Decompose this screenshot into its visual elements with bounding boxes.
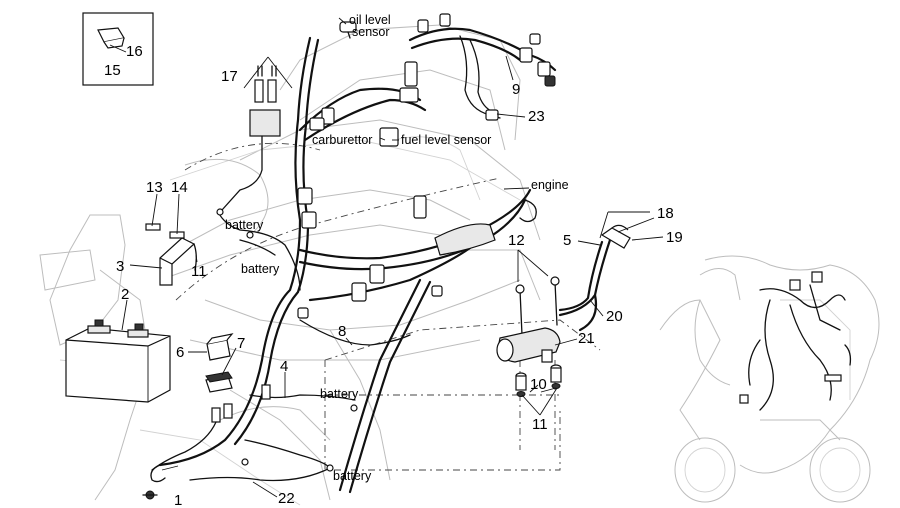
part-number-21: 21 — [578, 330, 595, 347]
fuse-inset-frame — [82, 12, 154, 86]
part-number-19: 19 — [666, 229, 683, 246]
part-number-8: 8 — [338, 323, 346, 340]
relay-6 — [206, 339, 231, 361]
part-number-23: 23 — [528, 108, 545, 125]
battery-assembly — [65, 319, 171, 403]
part-number-18: 18 — [657, 205, 674, 222]
part-number-12: 12 — [508, 232, 525, 249]
callout-oil-level-sensor-line1: oil level — [349, 13, 391, 27]
spark-plug-cap — [600, 227, 631, 249]
ground-terminal — [142, 458, 249, 500]
part-number-14: 14 — [171, 179, 188, 196]
part-number-5: 5 — [563, 232, 571, 249]
part-number-3: 3 — [116, 258, 124, 275]
part-number-15: 15 — [104, 62, 121, 79]
part-number-13: 13 — [146, 179, 163, 196]
callout-battery-1: battery — [225, 218, 264, 232]
fuse-inset — [82, 12, 154, 86]
callout-fuel-level-sensor: fuel level sensor — [401, 133, 491, 147]
starter-relay-holder — [145, 223, 197, 286]
relay-block — [249, 109, 281, 137]
callout-battery-3: battery — [320, 387, 359, 401]
part-number-17: 17 — [221, 68, 238, 85]
callout-oil-level-sensor-line2: sensor — [352, 25, 390, 39]
part-number-20: 20 — [606, 308, 623, 325]
fuel-level-sensor-body — [379, 127, 399, 147]
harness-connectors — [216, 13, 556, 472]
part-number-7: 7 — [237, 335, 245, 352]
component-callouts: oil level sensor carburettor fuel level … — [225, 13, 569, 483]
part-number-11-top: 11 — [191, 263, 207, 280]
ignition-coil-assembly — [496, 224, 631, 397]
part-number-16: 16 — [126, 43, 143, 60]
part-number-labels: 1 2 3 4 5 6 7 8 9 10 11 11 12 13 14 18 1… — [116, 81, 683, 508]
relay-parts — [151, 333, 271, 471]
part-number-1: 1 — [174, 492, 182, 508]
callout-battery-2: battery — [241, 262, 280, 276]
callout-carburettor: carburettor — [312, 133, 372, 147]
relay-bracket-group — [221, 56, 293, 211]
part-number-6: 6 — [176, 344, 184, 361]
part-number-2: 2 — [121, 286, 129, 303]
scooter-thumbnail — [659, 255, 880, 503]
part-number-9: 9 — [512, 81, 520, 98]
part-number-11-bottom: 11 — [532, 416, 548, 433]
part-number-4: 4 — [280, 358, 288, 375]
scooter-frame-outline — [39, 24, 541, 506]
callout-engine: engine — [531, 178, 569, 192]
leader-lines — [121, 17, 664, 498]
part-number-10: 10 — [530, 376, 547, 393]
part-number-22: 22 — [278, 490, 295, 507]
callout-battery-4: battery — [333, 469, 372, 483]
